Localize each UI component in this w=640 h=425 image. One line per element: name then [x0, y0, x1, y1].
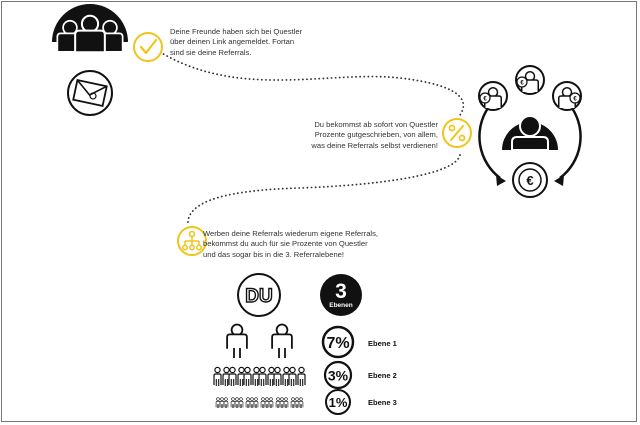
level-3-person: [215, 397, 221, 409]
level-3-percent-badge: 1%: [325, 389, 351, 415]
levels-badge: 3 Ebenen: [320, 274, 362, 316]
level-3-person: [223, 397, 229, 409]
level-1-percent: 7%: [326, 335, 349, 352]
level-2-label: Ebene 2: [368, 371, 397, 380]
level-3-person: [294, 397, 300, 409]
level-3-person: [245, 397, 251, 409]
level-2-percent-badge: 3%: [323, 360, 353, 390]
level-2-people: [213, 366, 306, 387]
step-3-text: Werben deine Referrals wiederum eigene R…: [203, 229, 379, 259]
user-avatar-center: [502, 115, 558, 151]
envelope-icon: [67, 70, 113, 116]
svg-text:€: €: [573, 97, 577, 103]
levels-badge-number: 3: [335, 280, 347, 303]
level-2-person: [228, 366, 237, 387]
step-1-text: Deine Freunde haben sich bei Questler üb…: [170, 27, 303, 57]
earning-cycle-illustration: € € € €: [478, 65, 582, 198]
level-2-person: [243, 366, 252, 387]
level-1-percent-badge: 7%: [321, 325, 355, 359]
level-3-person: [275, 397, 281, 409]
level-2-percent: 3%: [328, 368, 349, 384]
referral-avatar-left: €: [478, 81, 508, 111]
level-3-people: [215, 397, 304, 409]
level-3-person: [249, 397, 255, 409]
step-2-text: Du bekommst ab sofort von Questler Proze…: [311, 120, 438, 150]
svg-text:€: €: [520, 81, 524, 87]
level-3-person: [268, 397, 274, 409]
level-3-person: [264, 397, 270, 409]
level-3-label: Ebene 3: [368, 398, 397, 407]
du-badge-label: DU: [245, 286, 272, 307]
level-3-person: [238, 397, 244, 409]
euro-icon: €: [512, 162, 548, 198]
network-icon: [177, 226, 207, 256]
level-3-person: [219, 397, 225, 409]
level-3-person: [283, 397, 289, 409]
referral-avatar-right: €: [552, 81, 582, 111]
level-2-person: [273, 366, 282, 387]
level-3-person: [253, 397, 259, 409]
level-2-person: [213, 366, 222, 387]
connector-2: [187, 154, 461, 227]
level-3-person: [279, 397, 285, 409]
level-2-person: [288, 366, 297, 387]
level-3-person: [234, 397, 240, 409]
percent-icon: [442, 118, 472, 148]
svg-text:€: €: [526, 173, 533, 188]
referral-avatar-middle: €: [515, 65, 545, 95]
levels-badge-label: Ebenen: [329, 302, 353, 309]
svg-text:€: €: [483, 97, 487, 103]
level-1-people: [226, 323, 293, 358]
level-3-person: [260, 397, 266, 409]
connector-1: [159, 51, 465, 116]
level-3-person: [290, 397, 296, 409]
level-3-percent: 1%: [329, 395, 348, 410]
level-2-person: [297, 366, 306, 387]
level-2-person: [258, 366, 267, 387]
friends-group-icon: [52, 4, 128, 54]
level-3-person: [230, 397, 236, 409]
du-badge: DU: [237, 273, 281, 317]
level-3-person: [298, 397, 304, 409]
check-icon: [133, 32, 163, 62]
level-1-label: Ebene 1: [368, 339, 397, 348]
